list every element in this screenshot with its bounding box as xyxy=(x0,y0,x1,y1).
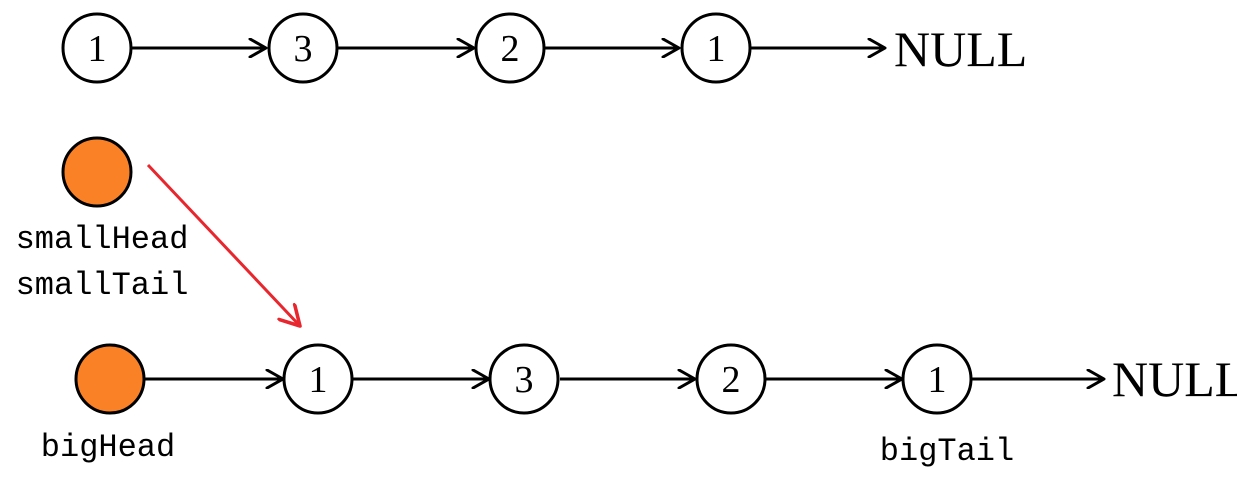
bottom-node-4-value: 1 xyxy=(928,359,947,401)
top-null-label: NULL xyxy=(894,21,1027,77)
big-head-label: bigHead xyxy=(41,429,175,466)
bottom-node-2-value: 3 xyxy=(515,359,534,401)
big-head-node xyxy=(74,343,146,415)
small-to-first-arrow xyxy=(146,163,300,326)
big-tail-label: bigTail xyxy=(880,433,1014,470)
top-node-1: 1 xyxy=(61,12,133,84)
top-list: 1 3 2 1 NULL xyxy=(61,12,1027,84)
small-head-label: smallHead xyxy=(16,221,189,258)
bottom-node-1-value: 1 xyxy=(309,359,328,401)
bottom-node-4: 1 xyxy=(901,343,973,415)
small-pointer: smallHead smallTail xyxy=(16,136,300,326)
small-pointer-node xyxy=(61,136,133,208)
top-node-4: 1 xyxy=(680,12,752,84)
top-node-2: 3 xyxy=(267,12,339,84)
top-node-3: 2 xyxy=(474,12,546,84)
bottom-node-1: 1 xyxy=(282,343,354,415)
top-node-4-value: 1 xyxy=(707,28,726,70)
top-node-2-value: 3 xyxy=(294,28,313,70)
bottom-node-3-value: 2 xyxy=(722,359,741,401)
small-tail-label: smallTail xyxy=(16,267,189,304)
top-node-3-value: 2 xyxy=(501,28,520,70)
top-node-1-value: 1 xyxy=(88,28,107,70)
bottom-node-2: 3 xyxy=(488,343,560,415)
bottom-node-3: 2 xyxy=(695,343,767,415)
bottom-list: bigHead 1 3 2 1 NULL bigTail xyxy=(41,343,1237,470)
bottom-null-label: NULL xyxy=(1112,351,1237,407)
